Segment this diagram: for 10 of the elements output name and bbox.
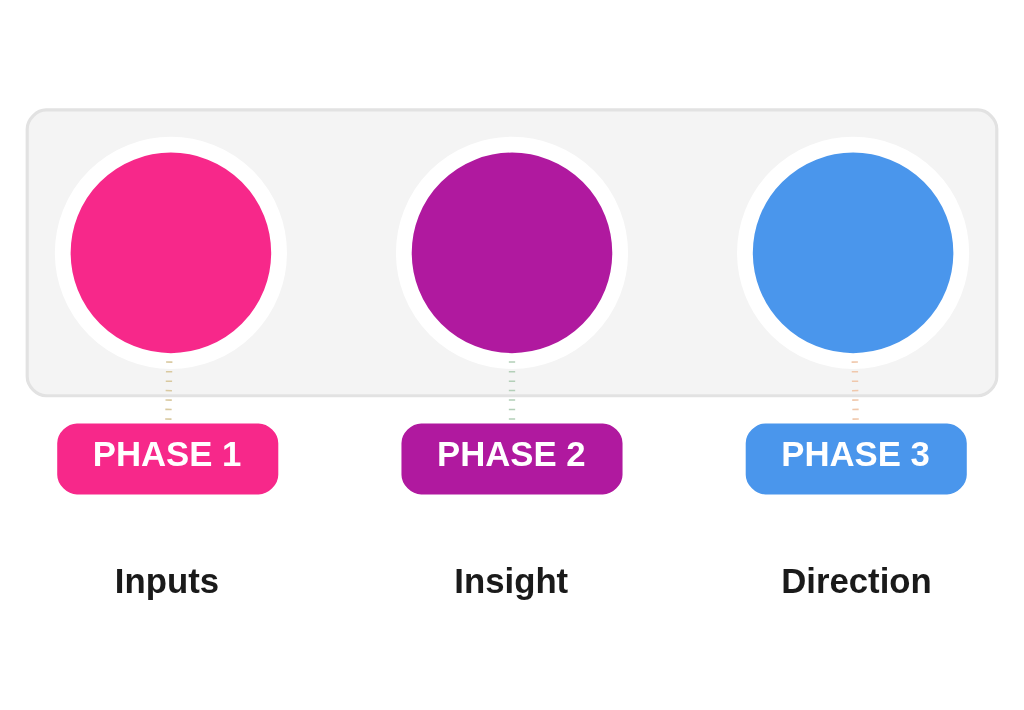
node-label: Insight <box>454 561 569 600</box>
node-label: Direction <box>781 561 932 600</box>
node-circle <box>395 136 629 369</box>
node-box: PHASE 2 <box>401 422 623 494</box>
node-label: Inputs <box>114 561 220 600</box>
node-box: PHASE 3 <box>745 422 967 494</box>
node-circle <box>737 136 970 369</box>
node-circle <box>54 136 287 369</box>
cluster <box>25 107 999 397</box>
node-box: PHASE 1 <box>57 422 279 494</box>
